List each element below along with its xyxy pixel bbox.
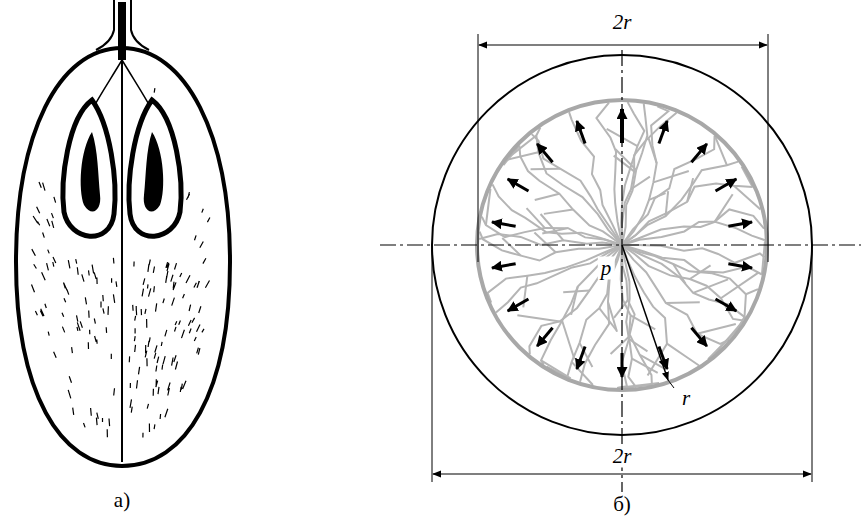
fruit-stem-core [118,2,126,60]
crack [596,103,622,245]
pressure-arrow [577,346,585,369]
crack [580,245,622,382]
crack [653,171,688,182]
seed-core [144,132,164,212]
radius-label: r [679,387,693,410]
extension-line [432,250,433,482]
crack [519,145,622,245]
pressure-arrow [577,121,585,144]
crack [496,245,622,313]
crack [622,209,764,245]
pressure-arrow [508,179,529,191]
dimension-label: 2r [610,11,635,34]
pressure-arrow [508,299,529,311]
pressure-arrow [659,121,667,144]
dimension-line [479,44,767,45]
pressure-arrow [691,328,706,346]
seed [129,100,181,236]
fruit-axis [121,60,123,462]
crack [622,104,647,245]
crack [715,194,733,221]
center-line [621,50,622,492]
crack [744,294,746,319]
pressure-arrow [537,328,552,346]
extension-line [768,34,769,262]
crack [622,245,652,385]
dimension-line [433,473,811,474]
fruit-outline [16,48,230,466]
fruit-texture [32,88,210,437]
pressure-arrow [716,179,737,191]
seed-core [81,132,101,212]
crack [517,315,560,321]
fruit-vessel [92,60,152,110]
pressure-arrow [691,144,706,162]
crack [529,245,622,354]
figure-label: а) [111,489,133,512]
crack [614,300,628,318]
crack [535,194,560,200]
center-line [380,244,861,245]
pressure-arrow [492,264,516,268]
crack [721,273,759,299]
pressure-arrow [537,144,552,162]
pressure-arrow [728,222,752,226]
crack [666,301,700,304]
crack [531,168,561,170]
dimension-label: 2r [610,445,635,468]
pressure-arrow [728,264,752,268]
crack [621,102,644,245]
crack [562,321,574,359]
radius-line [622,245,668,380]
crack [666,191,669,216]
crack [690,265,711,279]
fruit-section [16,0,230,466]
crack [544,210,573,214]
pressure-arrow [492,222,516,226]
pressure-scheme [380,34,861,492]
extension-line [478,34,479,262]
pressure-arrow [716,299,737,311]
crack [697,324,736,334]
crack [622,245,743,321]
crack [615,149,636,170]
leader-line [668,380,674,388]
crack [532,134,622,245]
seed [63,100,115,236]
crack [632,359,658,373]
crack [649,193,666,200]
extension-line [812,250,813,482]
crack [599,308,616,330]
crack [611,337,629,354]
pressure-label: p [598,257,615,280]
figure-label: б) [610,493,634,516]
